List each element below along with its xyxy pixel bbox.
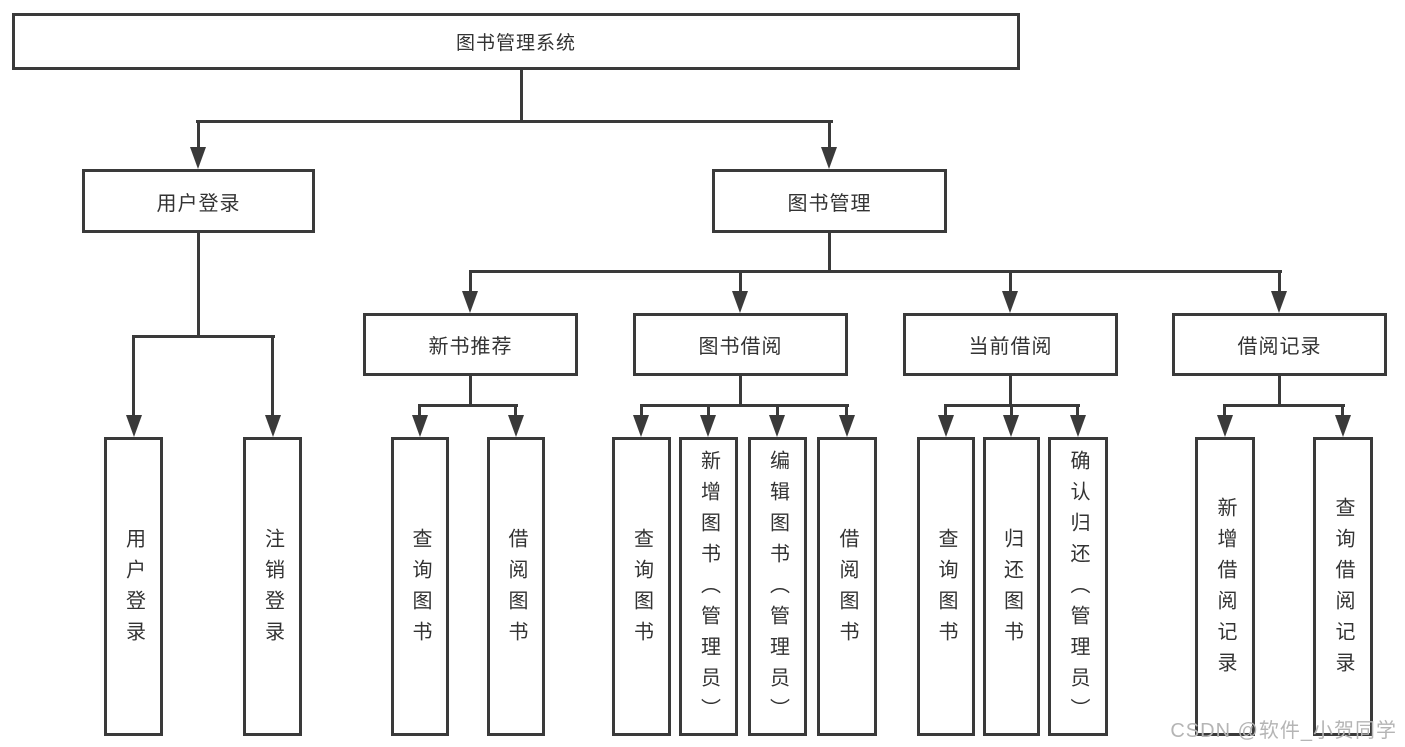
node-book-management: 图书管理 xyxy=(712,169,947,233)
connector-line xyxy=(271,335,274,419)
arrow-down-icon xyxy=(633,415,649,437)
csdn-watermark: CSDN @软件_小贺同学 xyxy=(1170,720,1397,742)
leaf-edit-books-admin: 编辑图书（管理员） xyxy=(748,437,807,736)
connector-line xyxy=(1010,404,1013,418)
arrow-down-icon xyxy=(265,415,281,437)
leaf-return-books: 归还图书 xyxy=(983,437,1040,736)
connector-line xyxy=(520,70,523,123)
connector-line xyxy=(196,120,833,123)
connector-line xyxy=(418,404,421,418)
connector-line xyxy=(419,404,518,407)
arrow-down-icon xyxy=(1070,415,1086,437)
arrow-down-icon xyxy=(1271,291,1287,313)
leaf-confirm-return-admin: 确认归还（管理员） xyxy=(1048,437,1108,736)
arrow-down-icon xyxy=(1335,415,1351,437)
arrow-down-icon xyxy=(508,415,524,437)
connector-line xyxy=(1076,404,1079,418)
arrow-down-icon xyxy=(700,415,716,437)
arrow-down-icon xyxy=(839,415,855,437)
connector-line xyxy=(944,404,947,418)
connector-line xyxy=(1009,376,1012,407)
leaf-add-books-admin: 新增图书（管理员） xyxy=(679,437,738,736)
connector-line xyxy=(828,233,831,273)
connector-line xyxy=(776,404,779,418)
leaf-add-borrow-record: 新增借阅记录 xyxy=(1195,437,1255,736)
connector-line xyxy=(1341,404,1344,418)
node-current-borrowing: 当前借阅 xyxy=(903,313,1118,376)
leaf-query-books-borrowing: 查询图书 xyxy=(612,437,671,736)
connector-line xyxy=(132,335,275,338)
arrow-down-icon xyxy=(1003,415,1019,437)
node-borrowing-records: 借阅记录 xyxy=(1172,313,1387,376)
leaf-query-books-recommend: 查询图书 xyxy=(391,437,449,736)
arrow-down-icon xyxy=(126,415,142,437)
connector-line xyxy=(828,120,831,152)
leaf-user-login: 用户登录 xyxy=(104,437,163,736)
leaf-borrow-books-recommend: 借阅图书 xyxy=(487,437,545,736)
node-book-borrowing: 图书借阅 xyxy=(633,313,848,376)
connector-line xyxy=(469,270,1282,273)
connector-line xyxy=(739,376,742,407)
connector-line xyxy=(1009,270,1012,296)
node-library-system: 图书管理系统 xyxy=(12,13,1020,70)
connector-line xyxy=(197,120,200,152)
connector-line xyxy=(469,270,472,296)
connector-line xyxy=(1223,404,1226,418)
arrow-down-icon xyxy=(732,291,748,313)
connector-line xyxy=(1224,404,1345,407)
node-user-login: 用户登录 xyxy=(82,169,315,233)
arrow-down-icon xyxy=(462,291,478,313)
arrow-down-icon xyxy=(190,147,206,169)
node-new-book-recommendation: 新书推荐 xyxy=(363,313,578,376)
connector-line xyxy=(197,233,200,338)
connector-line xyxy=(739,270,742,296)
arrow-down-icon xyxy=(821,147,837,169)
leaf-query-books-current: 查询图书 xyxy=(917,437,975,736)
leaf-logout-login: 注销登录 xyxy=(243,437,302,736)
leaf-borrow-books-borrowing: 借阅图书 xyxy=(817,437,877,736)
arrow-down-icon xyxy=(1217,415,1233,437)
leaf-query-borrow-record: 查询借阅记录 xyxy=(1313,437,1373,736)
connector-line xyxy=(707,404,710,418)
connector-line xyxy=(514,404,517,418)
arrow-down-icon xyxy=(769,415,785,437)
arrow-down-icon xyxy=(412,415,428,437)
connector-line xyxy=(845,404,848,418)
connector-line xyxy=(640,404,849,407)
arrow-down-icon xyxy=(938,415,954,437)
connector-line xyxy=(640,404,643,418)
connector-line xyxy=(132,335,135,419)
connector-line xyxy=(469,376,472,407)
connector-line xyxy=(1278,376,1281,407)
arrow-down-icon xyxy=(1002,291,1018,313)
connector-line xyxy=(1278,270,1281,296)
